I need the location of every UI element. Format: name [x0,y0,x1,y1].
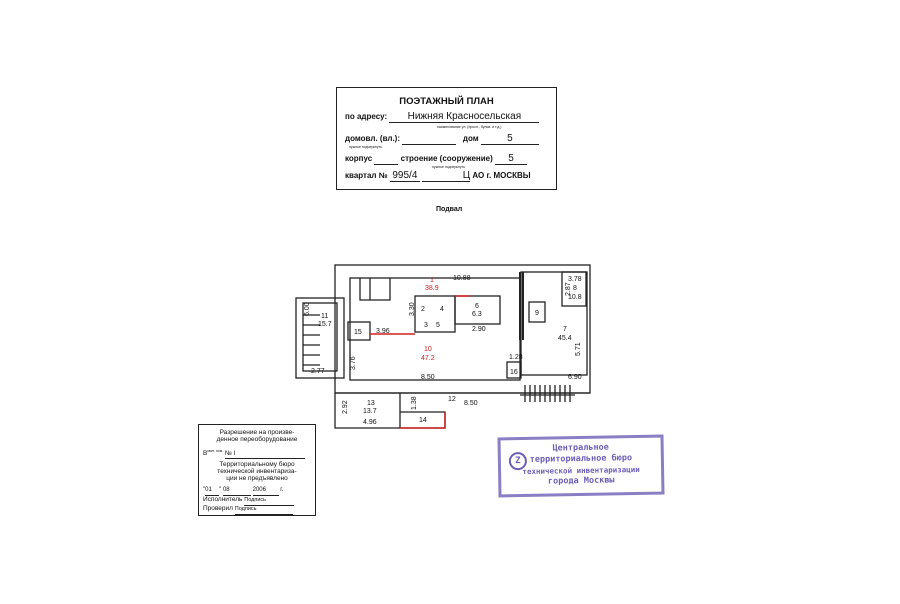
kvartal-label: квартал № [345,171,388,180]
address-row: по адресу: Нижняя Красносельская [345,112,550,123]
room-1-id: 1 [430,277,434,284]
room-2-id: 2 [421,306,425,313]
stroenie-label: строение (сооружение) [400,154,493,163]
perm-year-suffix: г. [280,487,284,493]
dim: 1.28 [509,354,523,361]
room-labels: 1 38.9 2 3 4 5 6 6.3 7 45.4 8 10.8 9 10 … [318,277,582,424]
address-value: Нижняя Красносельская [389,112,540,123]
perm-line1: Разрешение на произве- [219,429,295,436]
perm-executor-label: Исполнитель [203,496,243,503]
perm-month: 08 [222,487,251,496]
dimension-labels: 10.88 3.30 3.96 2.90 3.76 8.50 1.28 6.90… [304,275,582,426]
plan-walls [295,264,591,429]
room-7-id: 7 [563,326,567,333]
room-3-id: 3 [424,322,428,329]
room-11-id: 11 [321,313,328,320]
dim: 1.38 [411,396,418,410]
room-5-id: 5 [436,322,440,329]
red-markings [370,295,470,429]
room-8-area: 10.8 [568,294,582,301]
dim: 2.92 [342,400,349,414]
perm-b-sub: квит. пом. [207,449,224,453]
room-6-area: 6.3 [472,311,482,318]
room-10-id: 10 [424,346,432,353]
domovl-hint: нужное подчеркнуть [349,145,383,149]
address-hint: наименование ул. (просп., бульв. и т.д.) [437,125,502,129]
perm-checker-sign: Подпись [234,506,293,515]
korpus-label: корпус [345,154,373,163]
stroenie-value: 5 [495,154,528,165]
perm-line5: технической инвентариза- [217,468,297,475]
ao-label: АО г. МОСКВЫ [472,171,531,180]
perm-line6: ции не предъявлено [226,475,288,482]
dim: 2.90 [472,326,486,333]
perm-line4: Территориальному бюро [219,461,295,468]
bti-stamp: Z Центральное территориальное бюро техни… [497,434,665,498]
perm-checker-label: Проверил [203,505,233,512]
room-6-id: 6 [475,303,479,310]
address-label: по адресу: [345,112,388,121]
ao-value: Ц [422,171,471,182]
perm-line2: денное переоборудование [216,436,298,443]
room-7-area: 45.4 [558,335,572,342]
room-8-id: 8 [573,285,577,292]
room-16-id: 16 [510,369,518,376]
title-block: ПОЭТАЖНЫЙ ПЛАН по адресу: Нижняя Краснос… [336,87,557,190]
room-15-id: 15 [354,329,362,336]
domovl-value [402,134,457,145]
room-12-id: 12 [448,396,456,403]
room-13-area: 13.7 [363,408,377,415]
dim: 2.87 [565,282,572,296]
kvartal-value: 995/4 [389,171,420,182]
domovl-row: домовл. (вл.): дом 5 [345,134,550,145]
room-4-id: 4 [440,306,444,313]
stroenie-row: корпус строение (сооружение) 5 [345,154,550,165]
plan-title: ПОЭТАЖНЫЙ ПЛАН [399,96,494,107]
room-10-area: 47.2 [421,355,435,362]
dim: 2.77 [311,368,325,375]
dim: 3.96 [376,328,390,335]
dim: 8.50 [421,374,435,381]
room-14-id: 14 [419,417,427,424]
perm-b-prefix: В [203,450,208,458]
room-1-area: 38.9 [425,285,439,292]
dim: 6.00 [304,302,311,316]
dim: 4.96 [363,419,377,426]
dim: 3.30 [409,302,416,316]
room-11-area: 15.7 [318,321,332,328]
dim: 6.90 [568,374,582,381]
korpus-value [374,154,399,165]
dom-value: 5 [480,134,539,145]
perm-b-no: № I [224,450,305,459]
permission-stamp: Разрешение на произве- денное переоборуд… [198,424,316,516]
room-9-id: 9 [535,310,539,317]
dim: 3.76 [350,356,357,370]
dim: 10.88 [453,275,471,282]
floor-label: Подвал [436,206,463,213]
perm-year: 2006 [252,487,279,496]
room-13-id: 13 [367,400,375,407]
dom-label: дом [462,134,479,143]
perm-executor-sign: Подпись [244,497,295,506]
dim: 8.50 [464,400,478,407]
kvartal-row: квартал № 995/4 Ц АО г. МОСКВЫ [345,171,550,182]
dim: 3.78 [568,276,582,283]
domovl-label: домовл. (вл.): [345,134,401,143]
dim: 5.71 [575,342,582,356]
stroenie-hint: нужное подчеркнуть [432,165,466,169]
perm-day: 01 [205,487,220,496]
